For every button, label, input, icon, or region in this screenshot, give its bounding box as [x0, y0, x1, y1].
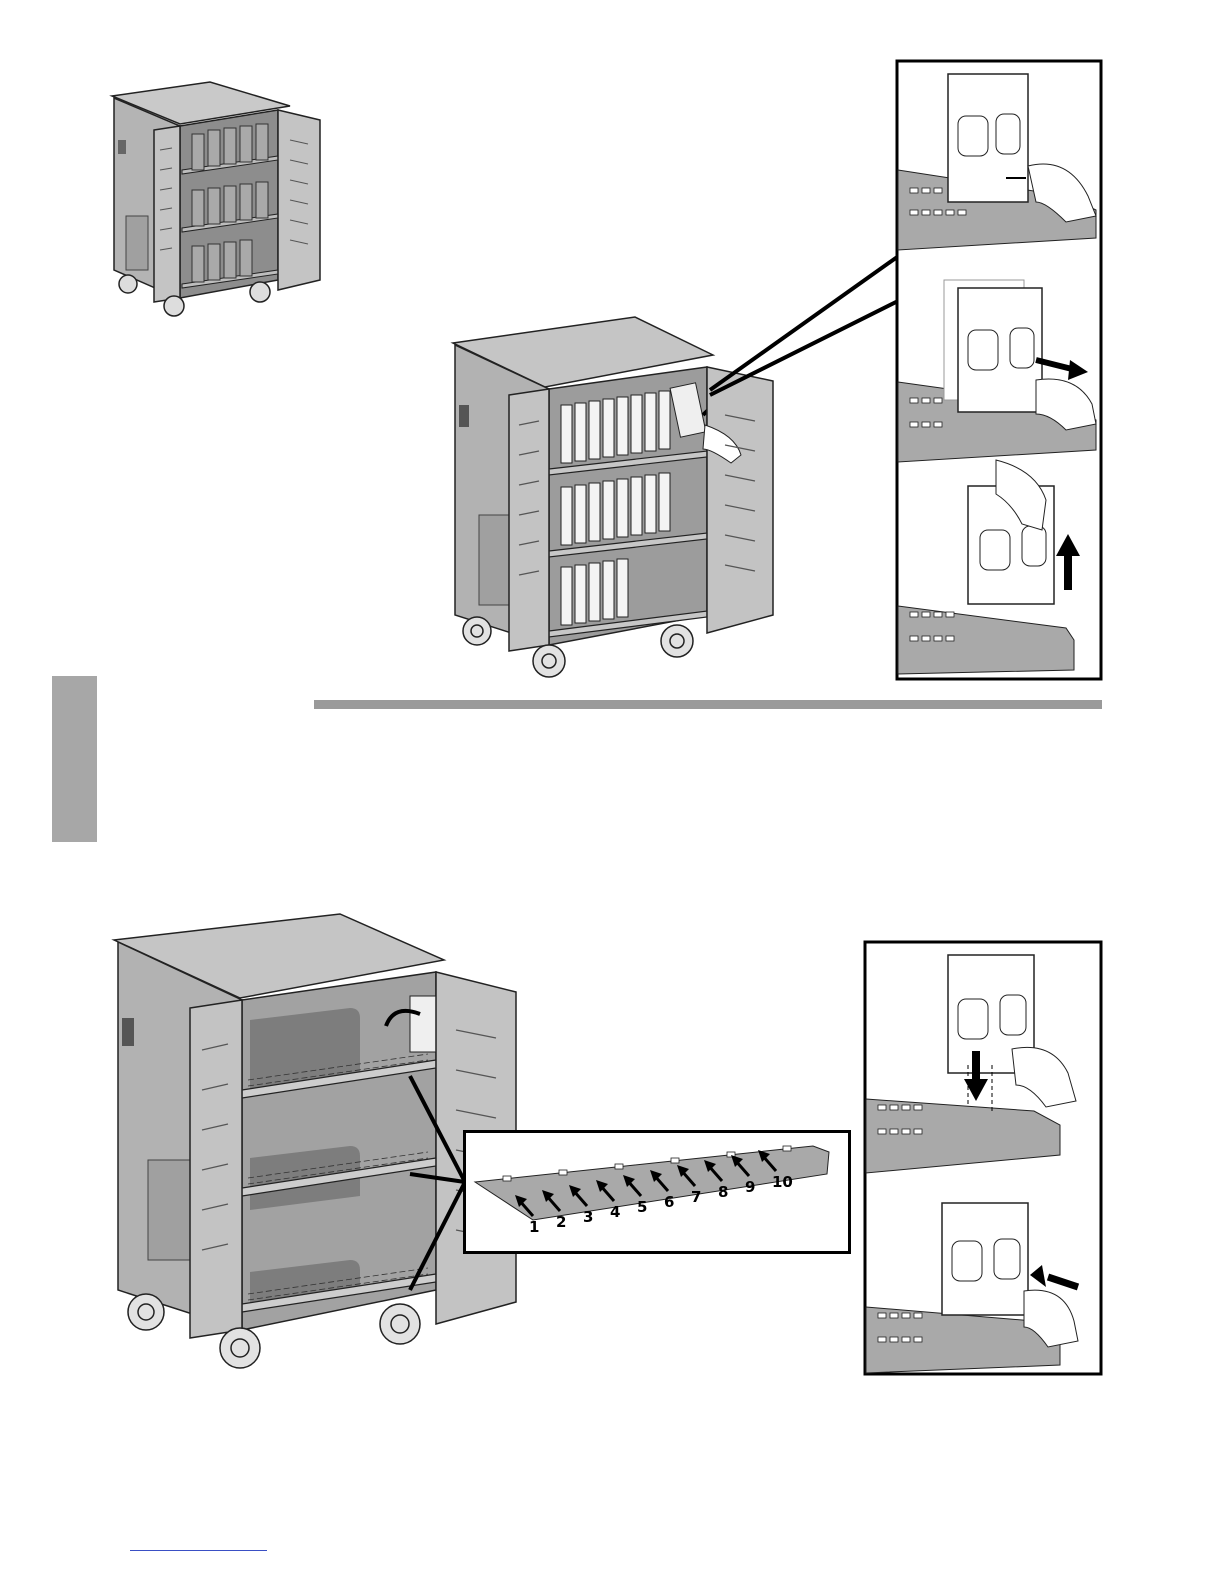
slot-number-label: 2	[556, 1213, 566, 1231]
cart-divider-removal-illustration	[445, 315, 785, 685]
slot-number-label: 3	[583, 1208, 593, 1226]
slot-number-label: 7	[691, 1188, 701, 1206]
slot-number-label: 4	[610, 1203, 620, 1221]
slot-number-label: 1	[529, 1218, 539, 1236]
section-divider	[314, 700, 1102, 709]
slot-number-label: 8	[718, 1183, 728, 1201]
slot-number-label: 6	[664, 1193, 674, 1211]
slot-number-label: 9	[745, 1178, 755, 1196]
slot-number-label: 10	[772, 1173, 793, 1191]
footer-link-underline	[130, 1550, 267, 1551]
divider-install-steps-box	[864, 941, 1102, 1375]
small-cart-illustration	[100, 80, 340, 320]
section-side-tab	[52, 676, 97, 842]
slot-number-label: 5	[637, 1198, 647, 1216]
divider-removal-steps-box	[896, 60, 1102, 680]
